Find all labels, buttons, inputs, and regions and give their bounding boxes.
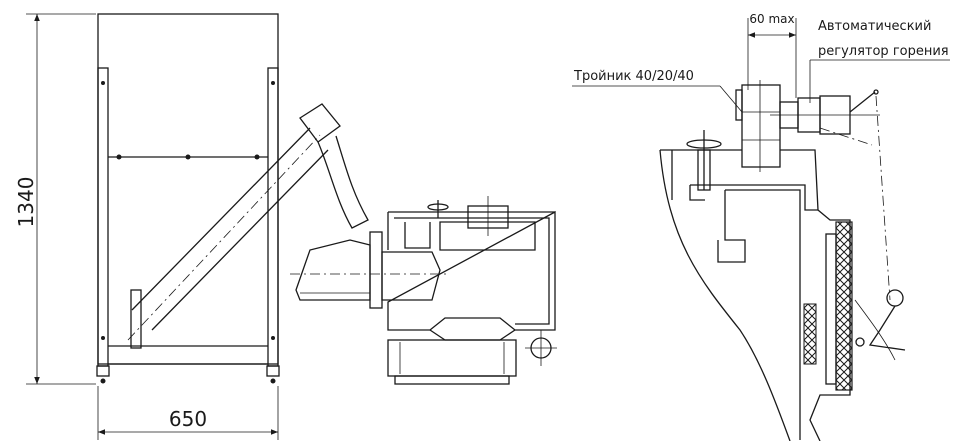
max-gap-label: 60 max [749, 12, 794, 26]
section-shell [660, 149, 851, 441]
burner-boiler-view [290, 196, 557, 385]
max-dimension: 60 max [747, 12, 797, 98]
height-label: 1340 [14, 177, 38, 228]
burner-body [295, 239, 371, 301]
boiler-shell [387, 210, 556, 331]
door-insulation [835, 221, 853, 391]
tee-label: Тройник 40/20/40 [573, 69, 694, 84]
regulator-callout: Автоматический регулятор горения [809, 19, 950, 103]
combustion-regulator [770, 89, 891, 301]
pellet-hopper-view [96, 13, 369, 384]
width-label: 650 [169, 407, 207, 431]
feed-pipe [317, 135, 369, 229]
section-view: 60 max Автоматический регулятор горения … [572, 12, 950, 441]
width-dimension: 650 [97, 386, 279, 440]
regulator-label-line2: регулятор горения [818, 44, 949, 59]
regulator-label-line1: Автоматический [818, 19, 931, 34]
tee-callout: Тройник 40/20/40 [572, 69, 743, 113]
thermometer-gauge [886, 289, 904, 307]
tee-fitting [735, 80, 781, 172]
height-dimension: 1340 [14, 13, 96, 385]
auger-tube [127, 103, 341, 349]
